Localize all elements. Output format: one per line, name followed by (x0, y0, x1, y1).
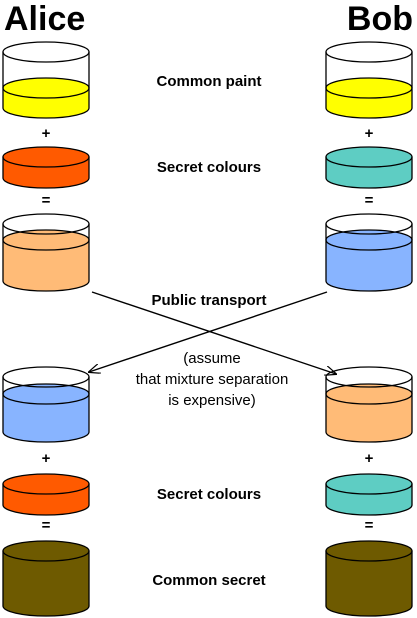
alice-to-bob-arrow (91, 291, 336, 374)
plus-sign-1-right: + (365, 125, 374, 142)
alice-secret-colour-disc-2 (2, 473, 90, 516)
note-line-1: (assume (183, 350, 241, 367)
common-secret-label: Common secret (152, 572, 265, 589)
public-transport-label: Public transport (151, 292, 266, 309)
alice-title: Alice (4, 0, 85, 38)
bob-mixture-container (325, 213, 413, 292)
bob-to-alice-arrow (89, 291, 328, 372)
equals-sign-1-left: = (42, 192, 51, 209)
bob-secret-colour-disc (325, 146, 413, 189)
bob-secret-colour-disc-2 (325, 473, 413, 516)
plus-sign-1-left: + (42, 125, 51, 142)
paint-containers (2, 41, 413, 617)
common-paint-label: Common paint (157, 73, 262, 90)
alice-secret-colour-disc (2, 146, 90, 189)
note-line-3: is expensive) (168, 392, 256, 409)
note-line-2: that mixture separation (136, 371, 289, 388)
bob-common-paint-container (325, 41, 413, 119)
plus-sign-2-left: + (42, 450, 51, 467)
bob-received-mixture-container (325, 366, 413, 443)
secret-colours-label-1: Secret colours (157, 159, 261, 176)
alice-common-secret-container (2, 540, 90, 617)
equals-sign-1-right: = (365, 192, 374, 209)
alice-common-paint-container (2, 41, 90, 119)
bob-common-secret-container (325, 540, 413, 617)
plus-sign-2-right: + (365, 450, 374, 467)
secret-colours-label-2: Secret colours (157, 486, 261, 503)
equals-sign-2-left: = (42, 517, 51, 534)
alice-mixture-container (2, 213, 90, 292)
alice-received-mixture-container (2, 366, 90, 443)
bob-title: Bob (347, 0, 413, 38)
equals-sign-2-right: = (365, 517, 374, 534)
